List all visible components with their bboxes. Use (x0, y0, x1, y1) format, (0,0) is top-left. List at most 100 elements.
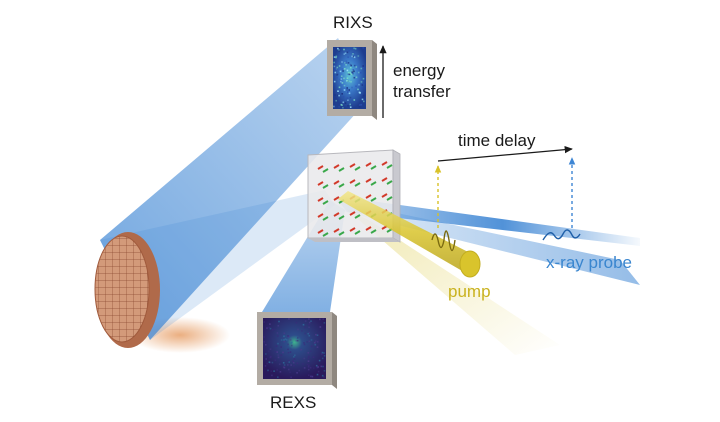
spin-red (317, 165, 324, 170)
speckle-dot (353, 76, 356, 79)
speckle-dot (355, 85, 357, 87)
speckle-dot (277, 342, 279, 345)
rixs-label: RIXS (333, 13, 373, 32)
speckle-dot (352, 53, 354, 55)
speckle-dot (266, 326, 268, 329)
speckle-dot (292, 361, 295, 364)
speckle-dot (351, 71, 354, 73)
speckle-dot (269, 348, 272, 350)
speckle-dot (352, 70, 355, 73)
speckle-dot (336, 94, 339, 97)
speckle-dot (333, 80, 336, 83)
speckle-dot (360, 67, 363, 70)
speckle-dot (343, 48, 345, 51)
speckle-dot (300, 348, 302, 351)
speckle-dot (348, 73, 351, 76)
speckle-dot (317, 340, 319, 342)
speckle-dot (265, 358, 267, 360)
speckle-dot (263, 321, 265, 323)
speckle-dot (347, 99, 349, 101)
speckle-dot (339, 70, 342, 73)
speckle-dot (289, 351, 292, 353)
speckle-dot (338, 106, 340, 108)
speckle-dot (287, 335, 289, 337)
speckle-dot (304, 320, 307, 322)
speckle-dot (353, 51, 355, 54)
speckle-dot (348, 50, 350, 52)
speckle-dot (314, 340, 317, 342)
speckle-dot (336, 76, 338, 79)
speckle-dot (346, 80, 349, 82)
speckle-dot (279, 360, 281, 362)
speckle-dot (338, 50, 341, 52)
speckle-dot (351, 55, 354, 58)
speckle-dot (343, 84, 346, 87)
speckle-dot (350, 81, 352, 83)
speckle-dot (340, 78, 343, 80)
speckle-dot (350, 48, 352, 50)
speckle-dot (348, 89, 350, 91)
speckle-dot (280, 354, 283, 356)
speckle-dot (271, 374, 273, 377)
speckle-dot (348, 92, 351, 95)
speckle-dot (288, 318, 290, 320)
speckle-dot (357, 71, 360, 74)
speckle-dot (290, 376, 292, 379)
speckle-dot (277, 325, 280, 327)
pump-pulse-icon (431, 230, 456, 252)
speckle-dot (288, 368, 290, 371)
speckle-dot (363, 100, 365, 103)
speckle-dot (347, 91, 349, 93)
speckle-dot (273, 328, 276, 331)
spin-red (317, 197, 324, 202)
speckle-dot (282, 351, 284, 354)
speckle-dot (307, 357, 310, 360)
spin-red (381, 177, 388, 182)
spin-red (317, 181, 324, 186)
speckle-dot (319, 326, 322, 328)
speckle-dot (333, 76, 335, 78)
speckle-dot (334, 94, 336, 96)
speckle-dot (334, 68, 337, 70)
spin-green (322, 184, 329, 189)
speckle-dot (346, 98, 349, 101)
speckle-dot (321, 351, 324, 354)
speckle-dot (268, 361, 271, 363)
speckle-dot (322, 318, 324, 320)
rixs-beam (100, 38, 368, 340)
spin-red (333, 196, 340, 201)
speckle-dot (339, 78, 341, 81)
spin-green (322, 200, 329, 205)
spin-green (322, 168, 329, 173)
speckle-dot (345, 62, 347, 64)
rixs-detector (327, 40, 377, 120)
spin-green (322, 216, 329, 221)
speckle-dot (308, 334, 311, 337)
speckle-dot (270, 355, 272, 358)
speckle-dot (340, 103, 343, 106)
speckle-dot (314, 343, 317, 346)
speckle-dot (278, 363, 281, 365)
speckle-dot (338, 65, 341, 67)
speckle-dot (323, 352, 325, 354)
speckle-dot (269, 327, 272, 330)
speckle-dot (357, 88, 359, 91)
speckle-dot (349, 96, 352, 99)
speckle-dot (337, 57, 340, 59)
speckle-dot (277, 354, 280, 356)
speckle-dot (341, 61, 343, 63)
speckle-dot (285, 339, 288, 341)
speckle-dot (353, 64, 356, 67)
spin-red (333, 180, 340, 185)
speckle-dot (346, 51, 349, 54)
speckle-dot (353, 56, 356, 59)
speckle-dot (284, 338, 287, 340)
speckle-dot (291, 344, 293, 347)
analyzer-crystal (94, 232, 160, 348)
speckle-dot (290, 342, 293, 344)
speckle-dot (358, 106, 361, 108)
speckle-dot (308, 340, 311, 343)
speckle-dot (362, 66, 365, 69)
spin-red (365, 194, 372, 199)
